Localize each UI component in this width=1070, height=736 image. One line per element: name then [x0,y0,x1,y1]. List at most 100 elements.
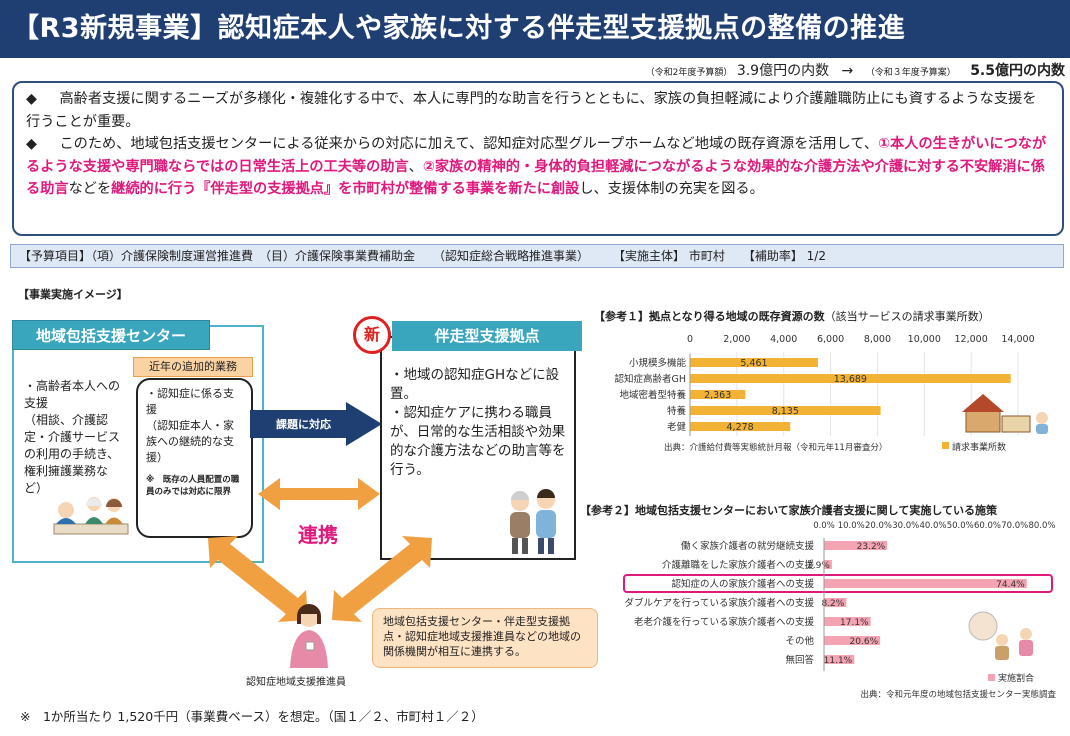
chart1-bar [690,406,881,415]
chart2-bar [824,617,871,626]
chart2-category-label: 介護離職をした家族介護者への支援 [662,559,815,571]
chart2-value-label: 11.1% [824,656,853,666]
summary-highlight-3: 継続的に行う『伴走型の支援拠点』を市町村が整備する事業を新たに創設 [111,181,580,197]
chart1-value-label: 4,278 [727,422,754,433]
chiiki-center-title: 地域包括支援センター [12,320,210,350]
chart2-category-label: その他 [785,635,814,647]
chart2-xtick: 30.0% [892,521,919,531]
chart2-xtick: 70.0% [1001,521,1028,531]
chart1-bar [690,422,791,431]
chart1-xtick: 4,000 [770,334,797,345]
chart2-bar [824,655,855,664]
chart1-value-label: 2,363 [704,390,731,401]
chart1-xtick: 6,000 [817,334,844,345]
chart2-category-label: 老老介護を行っている家族介護者への支援 [634,616,815,628]
chart1-xtick: 10,000 [908,334,941,345]
house-icon [1001,415,1031,433]
chart2-category-label: ダブルケアを行っている家族介護者への支援 [624,597,814,609]
chart2-bar [824,579,1027,588]
chart2-value-label: 74.4% [996,580,1025,590]
chart2-xtick: 20.0% [865,521,892,531]
collaboration-arrows [208,478,432,622]
chart1-xtick: 12,000 [955,334,988,345]
bansou-kyoten-title: 伴走型支援拠点 [392,321,582,351]
chart2-xtick: 0.0% [813,521,835,531]
next-budget-value: 5.5億円の内数 [970,63,1065,79]
chart1-xtick: 8,000 [864,334,891,345]
budget-item-bar: 【予算項目】（項）介護保険制度運営推進費 （目）介護保険事業費補助金 （認知症総… [10,244,1064,268]
chart2-xtick: 50.0% [947,521,974,531]
chart2-bar [824,541,888,550]
person-icon [1020,628,1032,640]
supporter-label: 認知症地域支援推進員 [246,677,346,688]
chart1-bar [690,374,1011,383]
footnote: ※ 1か所当たり 1,520千円（事業費ベース）を想定。（国１／２、市町村１／２… [20,709,484,724]
chart1-xtick: 0 [687,334,693,345]
prev-budget-label: （令和2年度予算額） [645,68,733,78]
diamond-bullet-icon: ◆ [26,91,37,107]
chart1-source: 出典：介護給付費等実態統計月報（令和元年11月審査分） [664,442,887,453]
arrow-right-icon: → [841,63,854,79]
chart2-source: 出典：令和元年度の地域包括支援センター実態調査 [860,689,1056,700]
chart2-bar [824,560,832,569]
chart1-value-label: 5,461 [740,358,767,369]
next-budget-label: （令和３年度予算案） [865,68,956,78]
chart2-xtick: 10.0% [838,521,865,531]
chart1-title-text: 【参考１】拠点となり得る地域の既存資源の数 [594,310,825,323]
person-icon [58,502,74,518]
diamond-bullet-icon: ◆ [26,136,37,152]
chart2-svg: 0.0%10.0%20.0%30.0%40.0%50.0%60.0%70.0%8… [623,521,1056,700]
additional-tasks-box: ・認知症に係る支援 （認知症本人・家族への継続的な支援） ※ 既存の人員配置の職… [136,378,253,538]
chart2-value-label: 20.6% [850,637,879,647]
arrow-label: 課題に対応 [276,418,331,431]
chart2: 0.0%10.0%20.0%30.0%40.0%50.0%60.0%70.0%8… [578,516,1066,706]
chart2-xtick: 40.0% [919,521,946,531]
summary-text-1: 高齢者支援に関するニーズが多様化・複雑化する中で、本人に専門的な助言を行うととも… [26,91,1037,130]
additional-tasks-text: ・認知症に係る支援 （認知症本人・家族への継続的な支援） [146,387,234,464]
budget-line: （令和2年度予算額） 3.9億円の内数 → （令和３年度予算案） 5.5億円の内… [560,60,1065,80]
chart2-value-label: 8.2% [821,599,844,609]
chart1-value-label: 8,135 [772,406,799,417]
chart2-xtick: 60.0% [974,521,1001,531]
chart2-value-label: 17.1% [840,618,869,628]
chart2-value-label: 23.2% [857,542,886,552]
summary-text-2c: 、 [408,158,423,175]
person-body-icon [1036,424,1048,434]
chart2-bar [824,598,847,607]
chart1-legend-swatch [942,442,949,449]
chart2-bar [824,636,881,645]
chart1-bar [690,358,818,367]
renkei-label: 連携 [298,523,338,547]
chart1-category-label: 特養 [667,405,687,417]
chart2-title: 【参考２】地域包括支援センターにおいて家族介護者支援に関して実施している施策 [580,504,998,517]
chart1-legend: 請求事業所数 [952,441,1006,453]
chart2-xtick: 80.0% [1028,521,1055,531]
chart1-subtitle: （該当サービスの請求事業所数） [824,310,990,323]
summary-text-2g: し、支援体制の充実を図る。 [579,181,764,197]
summary-text-2e: などを [68,181,112,197]
chart1-category-label: 認知症高齢者GH [614,373,686,385]
collaboration-info-box: 地域包括支援センター・伴走型支援拠点・認知症地域支援推進員などの地域の関係機関が… [372,608,598,668]
chart2-value-label: 2.9% [807,561,830,571]
double-arrow-icon [258,478,380,510]
additional-tasks-note: ※ 既存の人員配置の職員のみでは対応に限界 [146,475,240,497]
chart1-category-label: 小規模多機能 [629,357,687,369]
chart1-xtick: 14,000 [1001,334,1034,345]
chart2-highlight-frame [623,574,1053,593]
person-body-icon [995,646,1009,660]
house-roof-icon [962,394,1004,412]
chart1-bar [690,390,746,399]
summary-paragraph-1: ◆ 高齢者支援に関するニーズが多様化・複雑化する中で、本人に専門的な助言を行うと… [26,88,1050,133]
chart2-legend-swatch [988,674,995,681]
prev-budget-value: 3.9億円の内数 [736,63,830,79]
chart1-value-label: 13,689 [834,374,867,385]
bansou-kyoten-text: ・地域の認知症GHなどに設置。 ・認知症ケアに携わる職員が、日常的な生活相談や効… [390,367,566,478]
chiiki-center-desc: ・高齢者本人への支援 （相談、介護認定・介護サービスの利用の手続き、権利擁護業務… [24,379,121,495]
summary-highlight-2: ②家族の精神的・身体的負担軽減につながるような効果的な介護方法や介護に対する不安… [26,158,1045,198]
chart1-category-label: 老健 [667,421,687,433]
summary-text-2a: このため、地域包括支援センターによる従来からの対応に加えて、認知症対応型グループ… [59,136,879,152]
bansou-kyoten-box [380,336,576,560]
additional-tasks-tag: 近年の追加的業務 [133,357,253,377]
thought-bubble-icon [968,611,998,641]
